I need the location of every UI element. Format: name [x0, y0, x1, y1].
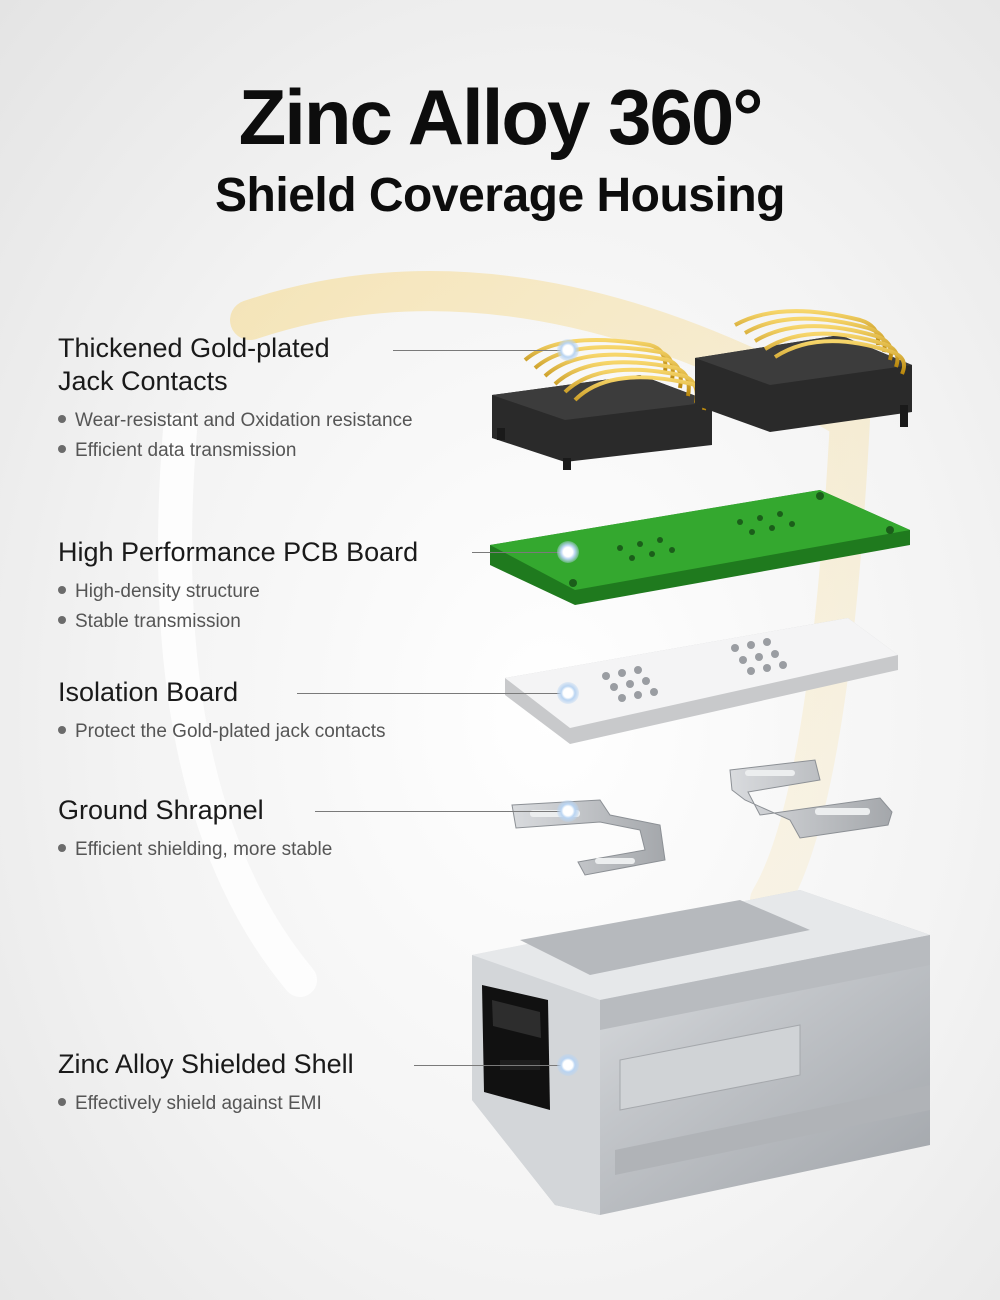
feature-heading: Isolation Board: [58, 677, 239, 707]
feature-bullet: Wear-resistant and Oxidation resistance: [58, 406, 413, 436]
page-title: Zinc Alloy 360°: [238, 73, 764, 161]
feature-isolation-board: Isolation Board Protect the Gold-plated …: [58, 676, 386, 747]
leader-line-shell: [414, 1065, 565, 1066]
leader-line-isolation: [297, 693, 565, 694]
feature-bullet: High-density structure: [58, 577, 418, 607]
leader-line-pcb: [472, 552, 566, 553]
feature-heading: Ground Shrapnel: [58, 795, 264, 825]
page-subtitle: Shield Coverage Housing: [215, 169, 785, 222]
jack-contact-block-right: [695, 309, 912, 432]
feature-bullet: Protect the Gold-plated jack contacts: [58, 717, 386, 747]
feature-shielded-shell: Zinc Alloy Shielded Shell Effectively sh…: [58, 1048, 354, 1119]
feature-heading: High Performance PCB Board: [58, 537, 419, 567]
zinc-alloy-shell: [472, 890, 930, 1215]
marker-dot-isolation: [557, 682, 579, 704]
feature-jack-contacts: Thickened Gold-plated Jack Contacts Wear…: [58, 332, 413, 466]
marker-dot-shrapnel: [557, 800, 579, 822]
feature-pcb-board: High Performance PCB Board High-density …: [58, 536, 418, 637]
feature-heading: Thickened Gold-plated Jack Contacts: [58, 333, 330, 396]
feature-bullet: Stable transmission: [58, 607, 418, 637]
leader-line-jack-contacts: [393, 350, 565, 351]
pcb-board: [490, 490, 910, 605]
marker-dot-jack-contacts: [557, 339, 579, 361]
feature-ground-shrapnel: Ground Shrapnel Efficient shielding, mor…: [58, 794, 332, 865]
ground-shrapnel-right: [729, 759, 893, 839]
leader-line-shrapnel: [315, 811, 565, 812]
jack-contact-block-left: [492, 338, 712, 470]
marker-dot-pcb: [557, 541, 579, 563]
feature-heading: Zinc Alloy Shielded Shell: [58, 1049, 354, 1079]
marker-dot-shell: [557, 1054, 579, 1076]
isolation-board: [505, 618, 898, 744]
feature-bullet: Effectively shield against EMI: [58, 1089, 354, 1119]
feature-bullet: Efficient data transmission: [58, 436, 413, 466]
feature-bullet: Efficient shielding, more stable: [58, 835, 332, 865]
